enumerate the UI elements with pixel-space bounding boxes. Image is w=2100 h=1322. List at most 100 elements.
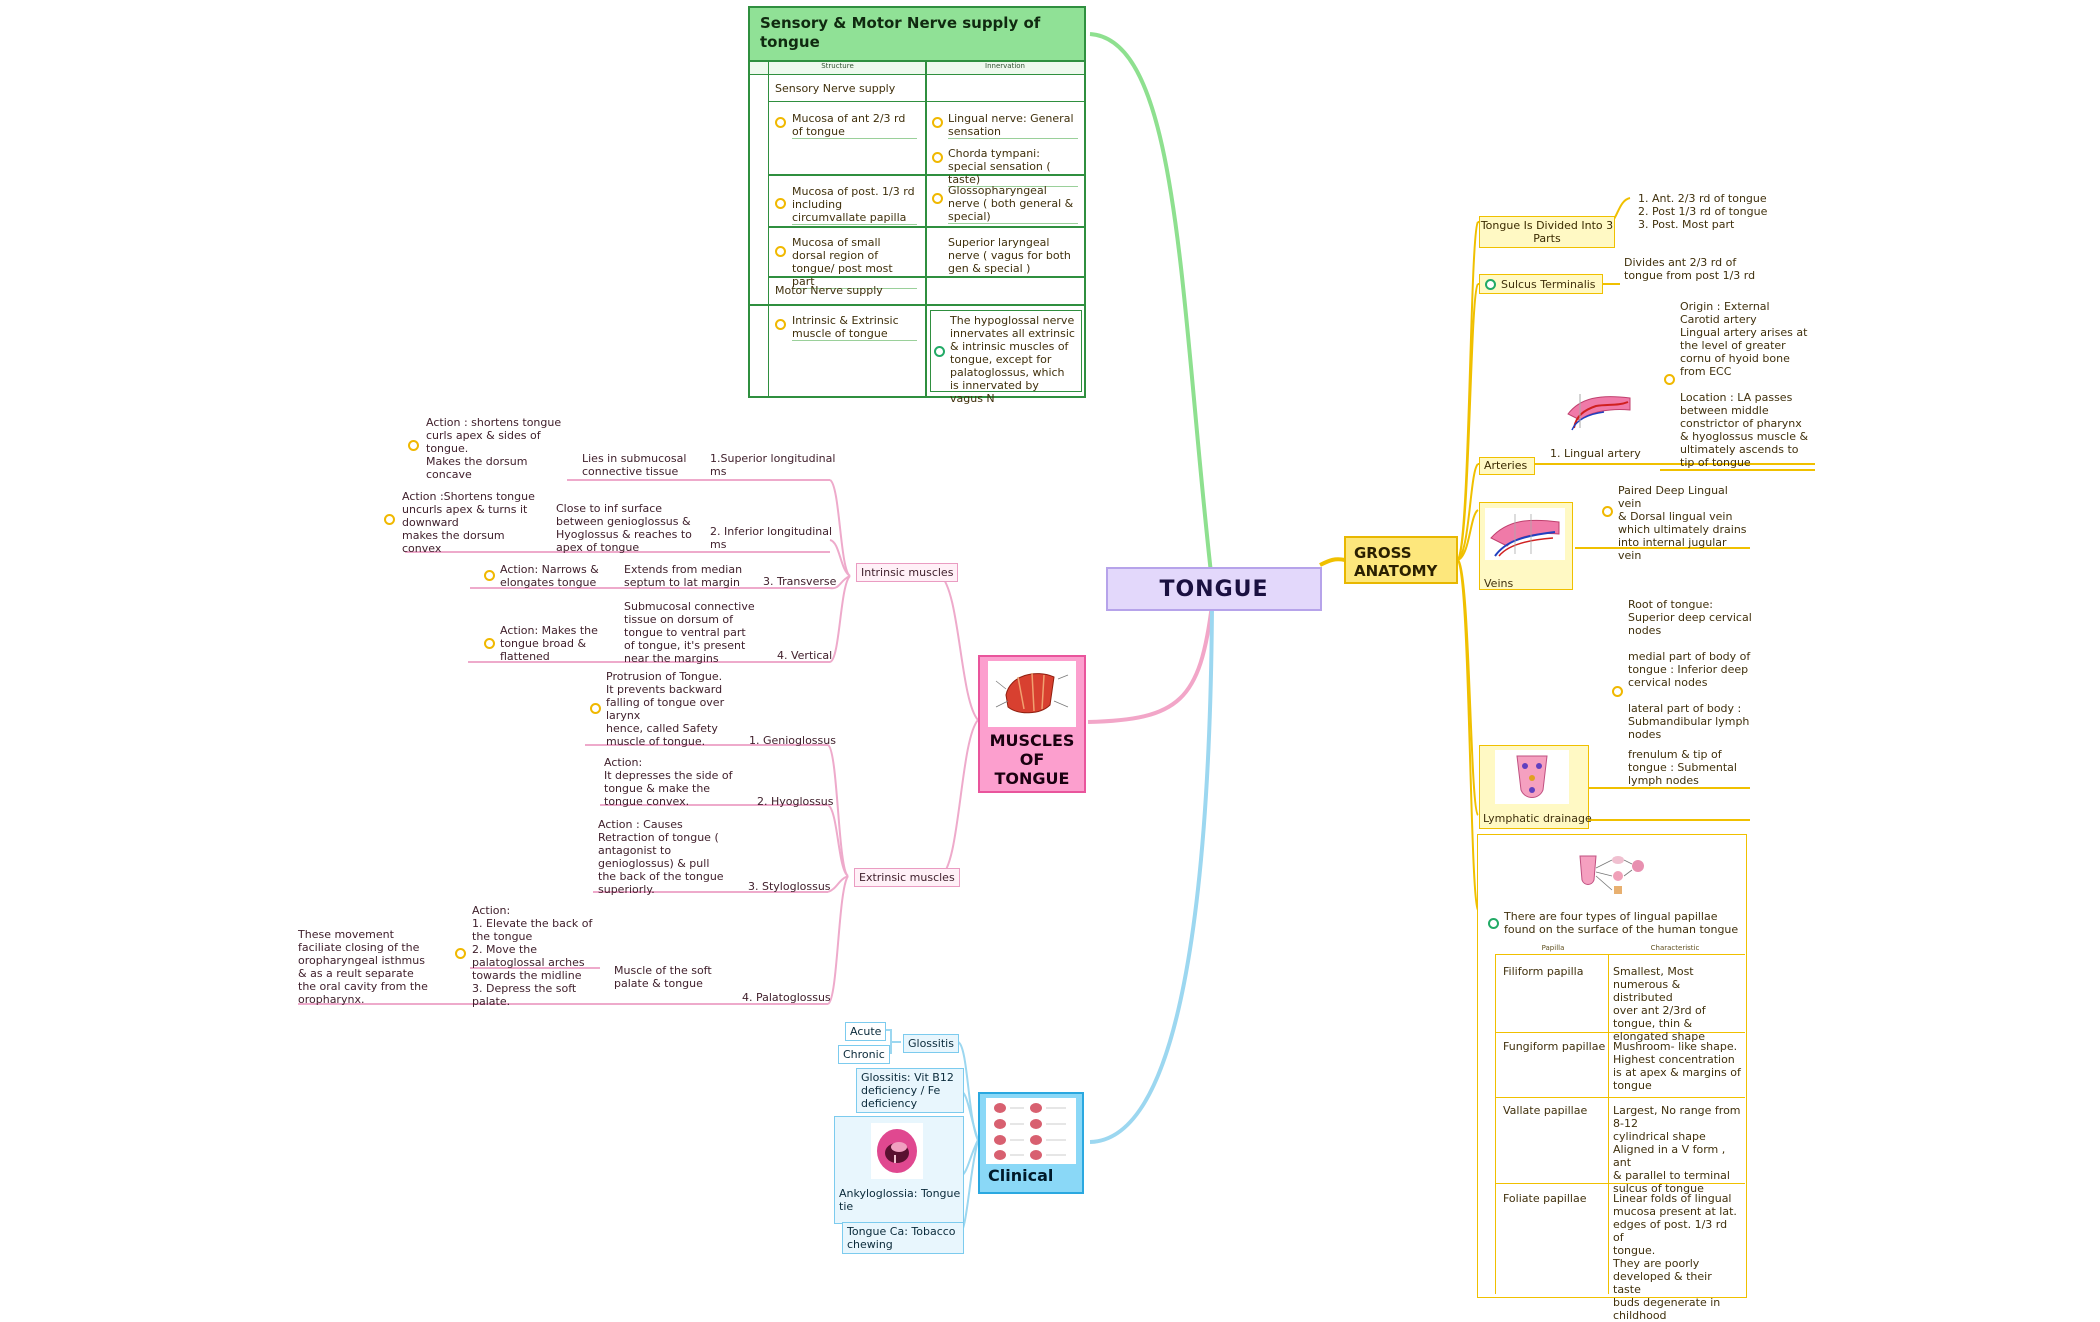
papilla-desc: Mushroom- like shape. Highest concentrat…	[1613, 1040, 1741, 1092]
ankyloglossia-label: Ankyloglossia: Tongue tie	[839, 1187, 961, 1213]
bullet-icon	[775, 117, 786, 128]
papillae-table[interactable]	[1477, 834, 1747, 1298]
intrinsic-name: 1.Superior longitudinal ms	[710, 452, 836, 478]
intrinsic-action: Action :Shortens tongue uncurls apex & t…	[402, 490, 535, 555]
extrinsic-name: 1. Genioglossus	[749, 734, 836, 747]
muscles-image	[988, 661, 1076, 727]
intrinsic-name: 4. Vertical	[777, 649, 833, 662]
motor-innervation-cell: The hypoglossal nerve innervates all ext…	[950, 314, 1075, 405]
extrinsic-muscles-node[interactable]: Extrinsic muscles	[854, 868, 960, 887]
veins-text: Paired Deep Lingual vein & Dorsal lingua…	[1618, 484, 1747, 562]
ankyloglossia-node[interactable]: Ankyloglossia: Tongue tie	[834, 1116, 964, 1224]
sulcus-terminalis-label: Sulcus Terminalis	[1501, 278, 1596, 291]
bullet-icon	[484, 638, 495, 649]
extrinsic-name: 2. Hyoglossus	[757, 795, 834, 808]
sulcus-terminalis-text: Divides ant 2/3 rd of tongue from post 1…	[1624, 256, 1756, 282]
clinical-image	[986, 1098, 1076, 1164]
muscles-title: MUSCLES OF TONGUE	[989, 731, 1075, 788]
clinical-node[interactable]: Clinical	[978, 1092, 1084, 1194]
bullet-icon	[384, 514, 395, 525]
extrinsic-text: Action: It depresses the side of tongue …	[604, 756, 733, 808]
glossitis-definition-node[interactable]: Glossitis: Vit B12 deficiency / Fe defic…	[856, 1068, 964, 1113]
acute-node[interactable]: Acute	[845, 1022, 887, 1041]
tongue-ca-node[interactable]: Tongue Ca: Tobacco chewing	[842, 1222, 964, 1254]
papilla-name: Vallate papillae	[1503, 1104, 1588, 1117]
palatoglossus-action: Action: 1. Elevate the back of the tongu…	[472, 904, 593, 1008]
gross-anatomy-node[interactable]: GROSS ANATOMY	[1344, 536, 1458, 584]
lymphatic-text-2: frenulum & tip of tongue : Submental lym…	[1628, 748, 1737, 787]
bullet-icon	[932, 117, 943, 128]
extrinsic-text: Protrusion of Tongue. It prevents backwa…	[606, 670, 725, 748]
papilla-name: Fungiform papillae	[1503, 1040, 1606, 1053]
arteries-node[interactable]: Arteries	[1479, 457, 1535, 475]
bullet-icon	[1612, 686, 1623, 697]
lymphatic-label: Lymphatic drainage	[1483, 812, 1592, 825]
clinical-title: Clinical	[988, 1166, 1054, 1185]
bullet-icon	[932, 152, 943, 163]
intrinsic-name: 2. Inferior longitudinal ms	[710, 525, 833, 551]
bullet-icon	[1488, 918, 1499, 929]
bullet-icon	[484, 570, 495, 581]
glossitis-node[interactable]: Glossitis	[903, 1034, 959, 1053]
central-topic[interactable]: TONGUE	[1106, 567, 1322, 611]
palatoglossus-note: These movement faciliate closing of the …	[298, 928, 428, 1006]
intrinsic-action: Action: Narrows & elongates tongue	[500, 563, 599, 589]
papillae-col-characteristic: Characteristic	[1650, 944, 1700, 952]
bullet-icon	[1485, 279, 1496, 290]
intrinsic-muscles-node[interactable]: Intrinsic muscles	[856, 563, 959, 582]
bullet-icon	[932, 193, 943, 204]
lymphatic-text: Root of tongue: Superior deep cervical n…	[1628, 598, 1752, 741]
papilla-desc: Largest, No range from 8-12 cylindrical …	[1613, 1104, 1741, 1195]
bullet-icon	[455, 948, 466, 959]
nerve-supply-title: Sensory & Motor Nerve supply of tongue	[750, 8, 1084, 62]
bullet-icon	[775, 246, 786, 257]
intrinsic-action: Action: Makes the tongue broad & flatten…	[500, 624, 598, 663]
lymphatic-image	[1495, 750, 1569, 804]
structure-cell: Mucosa of small dorsal region of tongue/…	[792, 236, 917, 289]
papilla-name: Filiform papilla	[1503, 965, 1584, 978]
extrinsic-name: 3. Styloglossus	[748, 880, 831, 893]
intrinsic-location: Lies in submucosal connective tissue	[582, 452, 687, 478]
innervation-cell: Lingual nerve: General sensation	[948, 112, 1078, 139]
bullet-icon	[1664, 374, 1675, 385]
intrinsic-name: 3. Transverse	[763, 575, 837, 588]
sulcus-terminalis-node[interactable]	[1479, 274, 1603, 294]
bullet-icon	[775, 198, 786, 209]
col-innervation-header: Innervation	[926, 62, 1084, 75]
papilla-desc: Smallest, Most numerous & distributed ov…	[1613, 965, 1706, 1043]
innervation-cell: Glossopharyngeal nerve ( both general & …	[948, 184, 1078, 224]
lingual-artery-label: 1. Lingual artery	[1550, 447, 1641, 460]
motor-structure-cell: Intrinsic & Extrinsic muscle of tongue	[792, 314, 917, 341]
innervation-cell: Superior laryngeal nerve ( vagus for bot…	[948, 236, 1071, 275]
lingual-artery-image	[1560, 384, 1636, 434]
artery-text: Origin : External Carotid artery Lingual…	[1680, 300, 1809, 469]
ankyloglossia-image	[871, 1123, 923, 1179]
veins-label: Veins	[1484, 577, 1514, 590]
innervation-cell: Chorda tympani: special sensation ( tast…	[948, 147, 1078, 187]
nerve-supply-table[interactable]: Sensory & Motor Nerve supply of tongue S…	[748, 6, 1086, 405]
bullet-icon	[775, 319, 786, 330]
veins-image	[1485, 508, 1565, 560]
divided-parts-text: 1. Ant. 2/3 rd of tongue 2. Post 1/3 rd …	[1638, 192, 1768, 231]
papilla-desc: Linear folds of lingual mucosa present a…	[1613, 1192, 1737, 1322]
bullet-icon	[1602, 506, 1613, 517]
extrinsic-text: Muscle of the soft palate & tongue	[614, 964, 712, 990]
bullet-icon	[408, 440, 419, 451]
intrinsic-location: Extends from median septum to lat margin	[624, 563, 743, 589]
divided-parts-node[interactable]: Tongue Is Divided Into 3 Parts	[1479, 216, 1615, 248]
col-structure-header: Structure	[750, 62, 925, 75]
intrinsic-location: Submucosal connective tissue on dorsum o…	[624, 600, 755, 665]
sensory-header: Sensory Nerve supply	[775, 82, 896, 95]
bullet-icon	[934, 346, 945, 357]
chronic-node[interactable]: Chronic	[838, 1045, 890, 1064]
papillae-col-papilla: Papilla	[1541, 944, 1565, 952]
motor-innervation-box	[930, 310, 1082, 392]
intrinsic-location: Close to inf surface between genioglossu…	[556, 502, 692, 554]
extrinsic-name: 4. Palatoglossus	[742, 991, 831, 1004]
structure-cell: Mucosa of post. 1/3 rd including circumv…	[792, 185, 917, 225]
papillae-intro: There are four types of lingual papillae…	[1504, 910, 1739, 936]
motor-header: Motor Nerve supply	[775, 284, 883, 297]
bullet-icon	[590, 703, 601, 714]
muscles-node[interactable]: MUSCLES OF TONGUE	[978, 655, 1086, 793]
papilla-name: Foliate papillae	[1503, 1192, 1587, 1205]
